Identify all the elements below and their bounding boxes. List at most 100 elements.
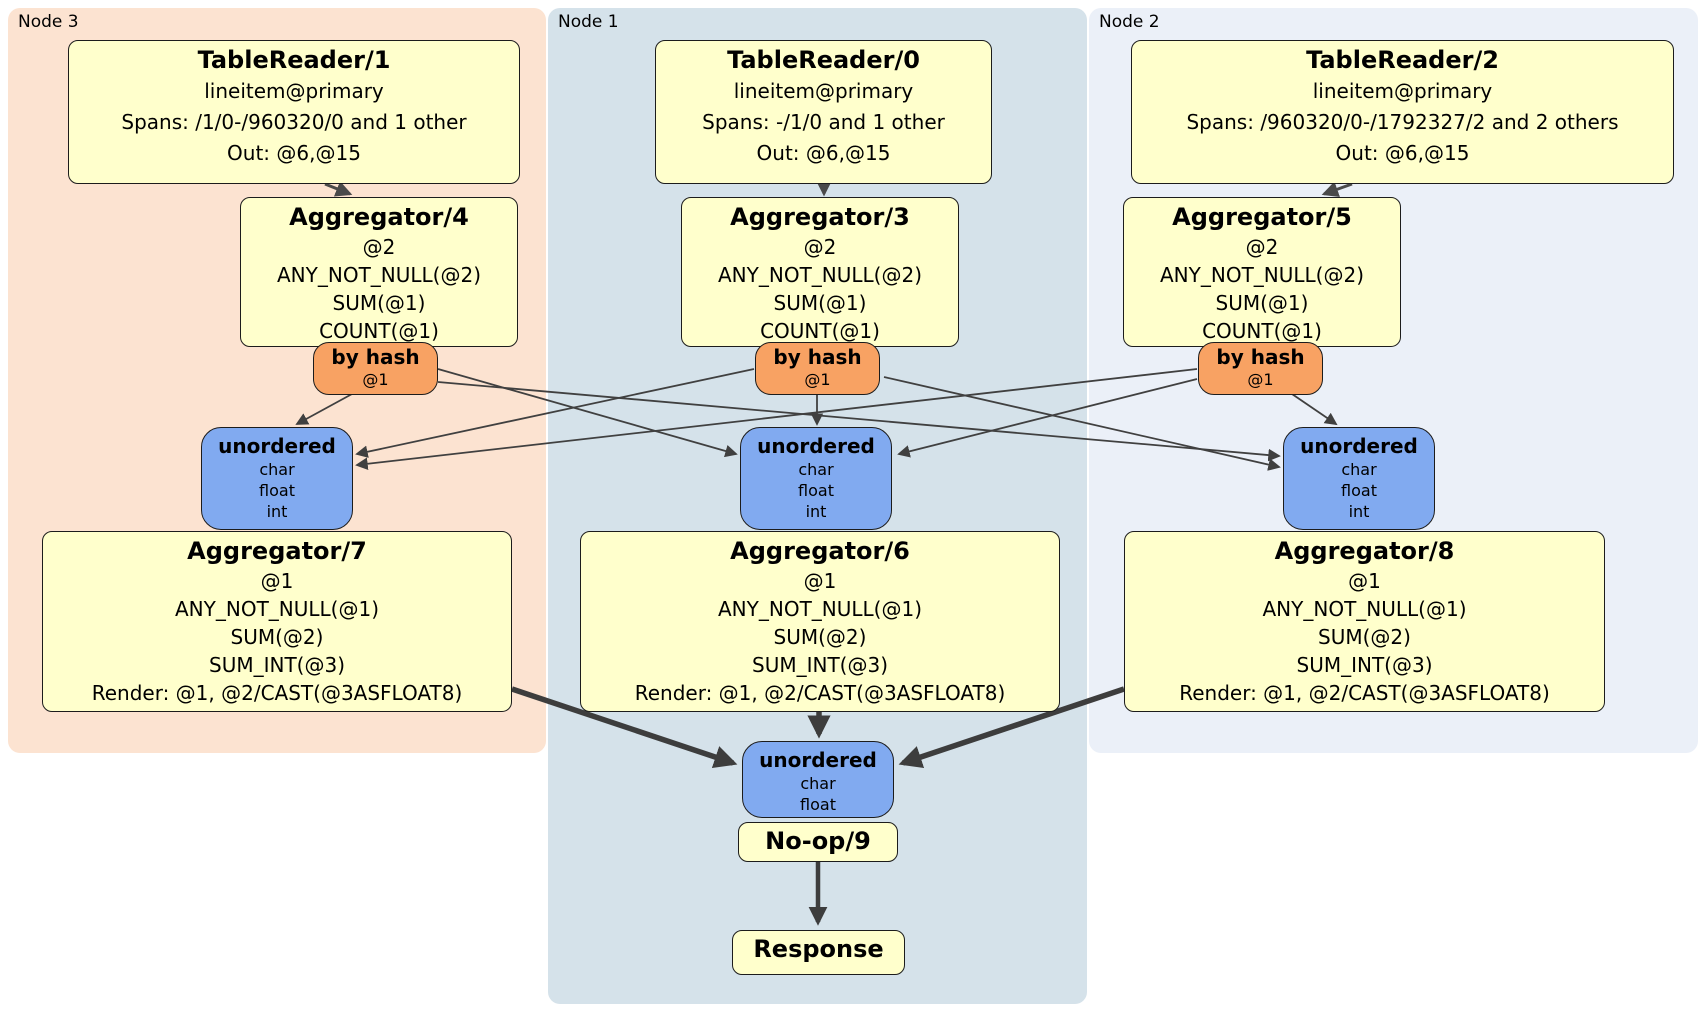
processor-title: Aggregator/6 [730,537,910,565]
router-detail: @1 [804,370,831,389]
edge-bh1-u3 [355,368,755,458]
processor-title: No-op/9 [765,827,871,855]
sync-title: unordered [757,434,875,458]
processor-detail: COUNT(@1) [319,319,439,343]
edge-bh2-u2 [1291,393,1338,426]
processor-detail: SUM(@2) [1318,625,1411,649]
processor-detail: Out: @6,@15 [756,141,891,165]
processor-title: Aggregator/8 [1274,537,1455,565]
sync-column: int [266,502,288,521]
processor-noop-9: No-op/9 [738,822,898,862]
processor-detail: SUM(@2) [773,625,867,649]
processor-detail: lineitem@primary [204,79,384,103]
response-box: Response [732,930,905,975]
processor-title: TableReader/1 [197,46,391,74]
processor-detail: lineitem@primary [733,79,914,103]
processor-detail: Spans: /960320/0-/1792327/2 and 2 others [1186,110,1619,134]
router-title: by hash [773,345,862,369]
processor-detail: Render: @1, @2/CAST(@3ASFLOAT8) [1179,681,1550,705]
edge-bh2-u1 [897,378,1198,458]
router-detail: @1 [362,370,389,389]
processor-detail: COUNT(@1) [1202,319,1322,343]
router-by-hash-node2: by hash @1 [1198,342,1323,395]
processor-aggregator-5: Aggregator/5 @2 ANY_NOT_NULL(@2) SUM(@1)… [1123,197,1401,347]
processor-detail: SUM_INT(@3) [1296,653,1433,677]
processor-detail: @1 [260,569,294,593]
processor-detail: Out: @6,@15 [1335,141,1470,165]
processor-detail: Spans: -/1/0 and 1 other [702,110,945,134]
sync-unordered-node3: unordered char float int [201,427,353,530]
edge-agg8-ufinal [898,686,1125,769]
processor-tablereader-0: TableReader/0 lineitem@primary Spans: -/… [655,40,992,184]
sync-title: unordered [1300,434,1418,458]
processor-detail: Out: @6,@15 [227,141,361,165]
router-title: by hash [1216,345,1305,369]
processor-detail: ANY_NOT_NULL(@2) [277,263,481,287]
sync-title: unordered [218,434,336,458]
router-title: by hash [331,345,420,369]
sync-column: int [805,502,827,521]
edge-tr1-agg4 [324,181,353,197]
router-by-hash-node1: by hash @1 [755,342,880,395]
processor-detail: Render: @1, @2/CAST(@3ASFLOAT8) [91,681,463,705]
processor-detail: @2 [803,235,837,259]
node1-label: Node 1 [558,12,619,32]
node3-label: Node 3 [18,12,79,32]
sync-column: float [259,481,295,500]
processor-detail: SUM(@1) [332,291,426,315]
processor-aggregator-3: Aggregator/3 @2 ANY_NOT_NULL(@2) SUM(@1)… [681,197,959,347]
processor-detail: SUM_INT(@3) [209,653,345,677]
sync-column: float [798,481,834,500]
sync-unordered-node2: unordered char float int [1283,427,1435,530]
processor-tablereader-1: TableReader/1 lineitem@primary Spans: /1… [68,40,520,184]
processor-detail: Render: @1, @2/CAST(@3ASFLOAT8) [634,681,1006,705]
processor-detail: SUM(@1) [773,291,867,315]
processor-title: Aggregator/4 [289,203,469,231]
processor-title: TableReader/2 [1306,46,1499,74]
processor-detail: @2 [362,235,396,259]
processor-title: Aggregator/3 [730,203,910,231]
processor-detail: lineitem@primary [1312,79,1493,103]
processor-detail: @1 [803,569,837,593]
sync-column: char [1341,460,1377,479]
router-by-hash-node3: by hash @1 [313,342,438,395]
processor-detail: @2 [1245,235,1279,259]
sync-column: float [1341,481,1377,500]
processor-detail: ANY_NOT_NULL(@2) [718,263,922,287]
sync-column: char [259,460,295,479]
processor-detail: SUM_INT(@3) [752,653,888,677]
edge-bh3-u2 [437,381,1281,462]
processor-detail: ANY_NOT_NULL(@1) [1262,597,1467,621]
edge-bh2-u3 [355,368,1198,471]
processor-detail: ANY_NOT_NULL(@1) [718,597,922,621]
processor-detail: SUM(@2) [230,625,324,649]
sync-unordered-node1: unordered char float int [740,427,892,530]
sync-column: char [798,460,834,479]
processor-title: Aggregator/5 [1172,203,1352,231]
processor-detail: Spans: /1/0-/960320/0 and 1 other [121,110,467,134]
processor-title: Response [753,935,884,963]
processor-aggregator-7: Aggregator/7 @1 ANY_NOT_NULL(@1) SUM(@2)… [42,531,512,712]
edge-tr2-agg5 [1321,181,1353,198]
processor-aggregator-8: Aggregator/8 @1 ANY_NOT_NULL(@1) SUM(@2)… [1124,531,1605,712]
processor-aggregator-4: Aggregator/4 @2 ANY_NOT_NULL(@2) SUM(@1)… [240,197,518,347]
node2-label: Node 2 [1099,12,1160,32]
processor-title: TableReader/0 [727,46,920,74]
processor-title: Aggregator/7 [187,537,367,565]
router-detail: @1 [1247,370,1274,389]
edge-bh3-u1 [437,368,738,458]
processor-detail: ANY_NOT_NULL(@1) [175,597,379,621]
sync-column: float [800,795,836,814]
sync-title: unordered [759,748,877,772]
processor-detail: COUNT(@1) [760,319,880,343]
edge-bh1-u2 [883,376,1281,471]
processor-aggregator-6: Aggregator/6 @1 ANY_NOT_NULL(@1) SUM(@2)… [580,531,1060,712]
processor-detail: SUM(@1) [1215,291,1309,315]
sync-column: char [800,774,836,793]
processor-detail: ANY_NOT_NULL(@2) [1160,263,1364,287]
processor-tablereader-2: TableReader/2 lineitem@primary Spans: /9… [1131,40,1674,184]
sync-column: int [1348,502,1370,521]
edge-bh3-u3 [295,393,353,425]
